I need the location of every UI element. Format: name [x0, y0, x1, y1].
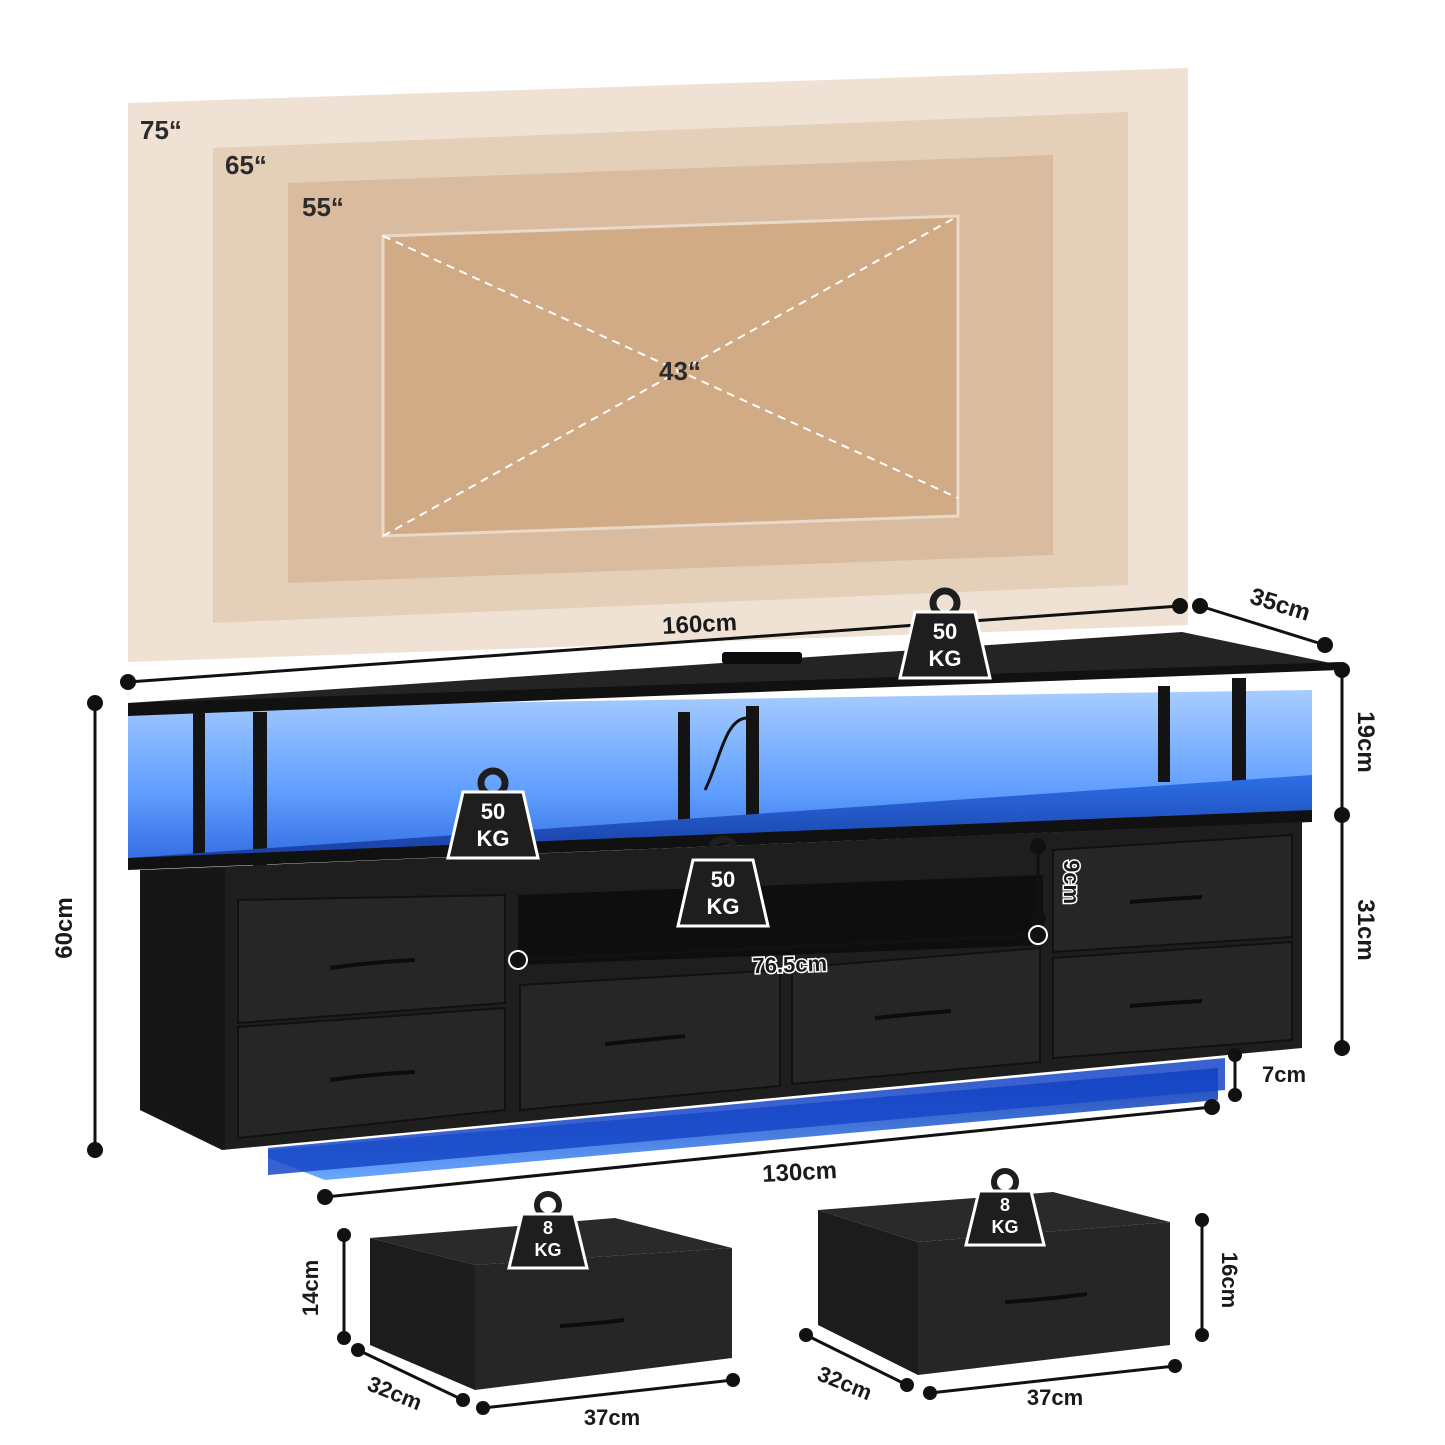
- weight-middle-unit: KG: [707, 894, 740, 919]
- weight-middle-value: 50: [711, 867, 735, 892]
- top-board: [128, 632, 1340, 712]
- drawer-handle[interactable]: [329, 1070, 416, 1082]
- large-drawer-side: [818, 1210, 918, 1375]
- weight-badge-middle: 50 KG: [676, 835, 770, 928]
- post-front-left: [253, 712, 267, 887]
- post-back-left: [193, 712, 205, 862]
- weight-large-drawer-unit: KG: [992, 1217, 1019, 1237]
- weight-badges: 50 KG 50 KG 50 KG: [446, 587, 992, 928]
- weight-badge-shelf: 50 KG: [446, 767, 540, 860]
- drawer-handle[interactable]: [329, 958, 416, 970]
- tv-65-label: 65“: [225, 150, 267, 180]
- base-plinth: [268, 1058, 1225, 1175]
- tv-stand: [128, 632, 1340, 1180]
- weight-top-unit: KG: [929, 646, 962, 671]
- drawer-middle-right[interactable]: [791, 946, 1041, 1086]
- small-drawer-front: [475, 1248, 732, 1390]
- small-drawer-detail: 8 KG 14cm 32cm 37cm: [298, 1191, 740, 1430]
- drawer-handle[interactable]: [1129, 999, 1203, 1008]
- drawer-handle[interactable]: [604, 1034, 686, 1046]
- dimension-labels: 160cm 35cm 60cm 19cm 31cm 9cm 76.5cm 7cm…: [51, 583, 1379, 1188]
- drawer-right-bottom[interactable]: [1052, 940, 1293, 1060]
- power-socket: [722, 652, 802, 664]
- tv-43-label: 43“: [659, 356, 701, 386]
- dimension-lines: [87, 598, 1350, 1205]
- drawer-right-top[interactable]: [1052, 833, 1293, 954]
- weight-shelf-unit: KG: [477, 826, 510, 851]
- weight-small-drawer-unit: KG: [535, 1240, 562, 1260]
- drawer-handle: [1004, 1292, 1088, 1304]
- weight-shelf-value: 50: [481, 799, 505, 824]
- cabinet-left-side: [140, 868, 225, 1150]
- drawer-handle: [559, 1318, 625, 1328]
- small-drawer-side: [370, 1238, 475, 1390]
- tv-55-label: 55“: [302, 192, 344, 222]
- weight-badge-large-drawer: 8 KG: [964, 1168, 1046, 1247]
- weight-badge-top: 50 KG: [898, 587, 992, 680]
- label-large-drawer-height: 16cm: [1217, 1252, 1242, 1308]
- label-large-drawer-depth: 32cm: [814, 1361, 876, 1405]
- drawer-handle[interactable]: [1129, 895, 1203, 904]
- tv-diagonal-2: [382, 215, 959, 537]
- drawer-left-top[interactable]: [237, 893, 506, 1025]
- label-large-drawer-width: 37cm: [1027, 1385, 1083, 1410]
- drawer-handle[interactable]: [874, 1009, 952, 1020]
- post-back-right: [1158, 686, 1170, 782]
- label-small-drawer-height: 14cm: [298, 1260, 323, 1316]
- tv-75-label: 75“: [140, 115, 182, 145]
- top-board-edge: [128, 662, 1340, 716]
- label-open-shelf-width: 76.5cm: [752, 951, 827, 979]
- label-base-width: 130cm: [762, 1157, 838, 1188]
- large-drawer-detail: 8 KG 16cm 32cm 37cm: [799, 1168, 1242, 1410]
- label-depth-top: 35cm: [1247, 583, 1314, 627]
- tv-diagonal-1: [382, 235, 959, 499]
- weight-large-drawer-value: 8: [1000, 1195, 1010, 1215]
- label-height-lower: 31cm: [1352, 899, 1379, 960]
- label-height-total: 60cm: [51, 897, 78, 958]
- weight-badge-small-drawer: 8 KG: [507, 1191, 589, 1270]
- tv-size-guide: 75“ 65“ 55“ 43“: [128, 68, 1188, 662]
- label-leg-gap: 7cm: [1262, 1062, 1306, 1087]
- post-back-mid: [678, 712, 690, 824]
- label-open-shelf-height: 9cm: [1059, 860, 1084, 904]
- lower-shelf-top: [128, 775, 1312, 865]
- post-front-mid: [746, 706, 759, 848]
- weight-top-value: 50: [933, 619, 957, 644]
- label-height-upper: 19cm: [1352, 711, 1379, 772]
- cable: [703, 716, 747, 791]
- weight-small-drawer-value: 8: [543, 1218, 553, 1238]
- drawers: [237, 833, 1293, 1140]
- label-small-drawer-width: 37cm: [584, 1405, 640, 1430]
- drawer-left-bottom[interactable]: [237, 1006, 506, 1140]
- label-width-top: 160cm: [662, 609, 738, 640]
